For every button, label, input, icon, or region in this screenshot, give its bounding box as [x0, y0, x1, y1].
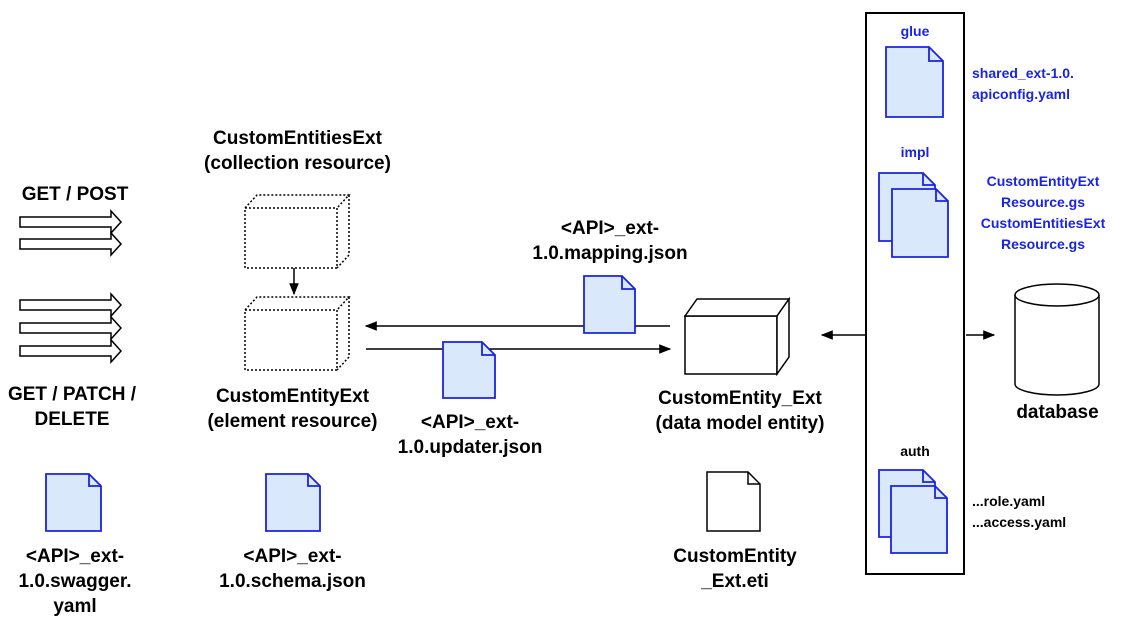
database-icon [1014, 283, 1100, 396]
eti-document-icon [706, 471, 761, 532]
data-model-entity-cube [683, 296, 791, 377]
collection-resource-cube [244, 194, 351, 269]
arrow-icon [19, 338, 123, 364]
request-arrows-get-post [19, 209, 123, 257]
arrow-icon [19, 231, 123, 257]
request-arrows-get-patch-delete [19, 292, 123, 364]
element-resource-label: CustomEntityExt (element resource) [207, 386, 378, 432]
impl-folder-label: impl [900, 144, 930, 160]
swagger-file-label: <API>_ext- 1.0.swagger. yaml [18, 546, 132, 617]
get-post-label: GET / POST [21, 184, 129, 205]
arrow-icon [19, 315, 123, 341]
database-label: database [1016, 402, 1099, 423]
arrow-icon [19, 209, 123, 235]
schema-file-label: <API>_ext- 1.0.schema.json [219, 546, 366, 592]
collection-resource-label: CustomEntitiesExt (collection resource) [204, 128, 391, 174]
apiconfig-file-label: shared_ext-1.0. apiconfig.yaml [972, 65, 1074, 102]
glue-folder-label: glue [900, 23, 930, 39]
data-model-entity-label: CustomEntity_Ext (data model entity) [655, 388, 825, 434]
document-icon [45, 46, 949, 554]
resource-files-label: CustomEntityExt Resource.gs CustomEntiti… [980, 173, 1106, 252]
updater-file-label: <API>_ext- 1.0.updater.json [397, 412, 543, 458]
element-resource-cube [244, 296, 351, 371]
get-patch-delete-label: GET / PATCH / DELETE [7, 384, 137, 430]
eti-file-label: CustomEntity _Ext.eti [673, 546, 797, 592]
auth-folder-label: auth [900, 443, 930, 459]
mapping-file-label: <API>_ext- 1.0.mapping.json [532, 218, 688, 264]
arrow-icon [19, 292, 123, 318]
auth-files-label: ...role.yaml ...access.yaml [972, 493, 1067, 530]
